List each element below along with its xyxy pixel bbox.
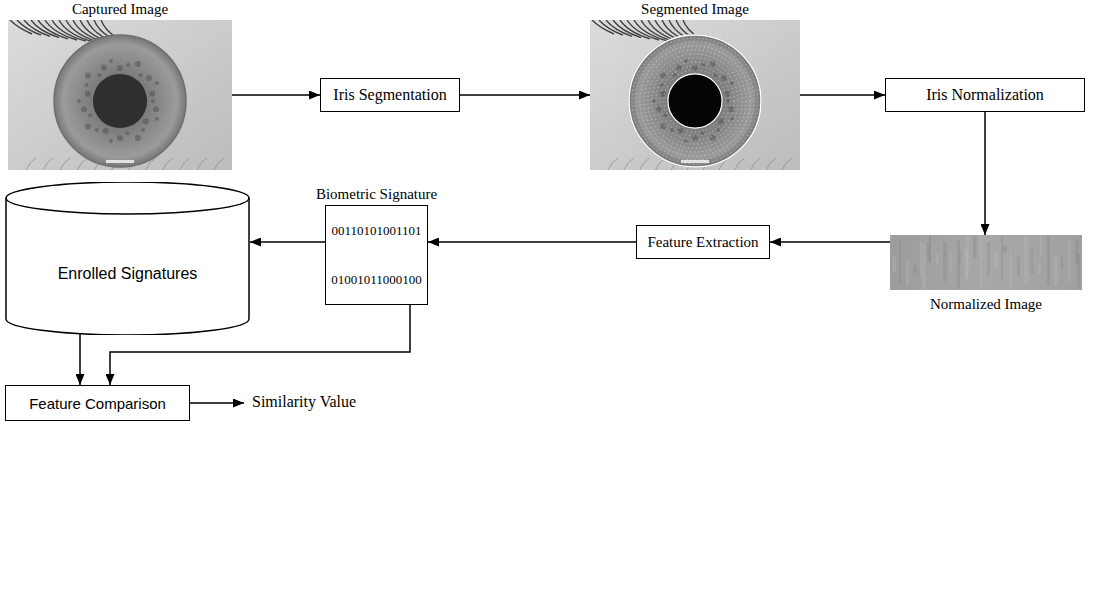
signature-node: Biometric Signature001101010011010100101… — [325, 186, 428, 305]
flow-arrow — [428, 241, 636, 243]
image-caption: Normalized Image — [890, 296, 1082, 313]
bit-string: 00110101001101 — [331, 223, 421, 239]
box-label: Feature Comparison — [27, 395, 168, 412]
process-box: Iris Segmentation — [320, 78, 460, 112]
normalized-image: Normalized Image — [890, 235, 1082, 315]
output-label: Similarity Value — [252, 393, 356, 411]
bit-string: 01001011000100 — [331, 272, 422, 288]
process-box: Feature Comparison — [5, 385, 190, 421]
eye-photo — [590, 20, 800, 170]
flow-arrow — [232, 94, 320, 96]
image-heading: Segmented Image — [590, 0, 800, 20]
flow-arrow — [79, 334, 81, 385]
database-label: Enrolled Signatures — [58, 265, 198, 283]
eye-photo — [8, 20, 232, 170]
process-box: Iris Normalization — [885, 78, 1085, 112]
image-heading: Captured Image — [8, 0, 232, 20]
process-box: Feature Extraction — [636, 225, 770, 259]
flow-arrow — [800, 94, 885, 96]
signature-box: 00110101001101 01001011000100 — [325, 205, 428, 305]
cylinder-outline — [5, 182, 250, 335]
flow-arrow — [460, 94, 590, 96]
database-cylinder: Enrolled Signatures — [5, 182, 250, 335]
box-label: Iris Segmentation — [331, 86, 448, 104]
box-label: Iris Normalization — [924, 86, 1046, 104]
captured-image: Captured Image — [8, 0, 232, 170]
output-arrow — [190, 402, 244, 404]
iris-strip — [890, 235, 1082, 290]
signature-heading: Biometric Signature — [316, 186, 437, 202]
box-label: Feature Extraction — [645, 234, 760, 251]
flow-arrow — [770, 241, 890, 243]
segmented-image: Segmented Image — [590, 0, 800, 170]
flow-arrow — [250, 241, 325, 243]
flow-arrow — [984, 112, 986, 235]
